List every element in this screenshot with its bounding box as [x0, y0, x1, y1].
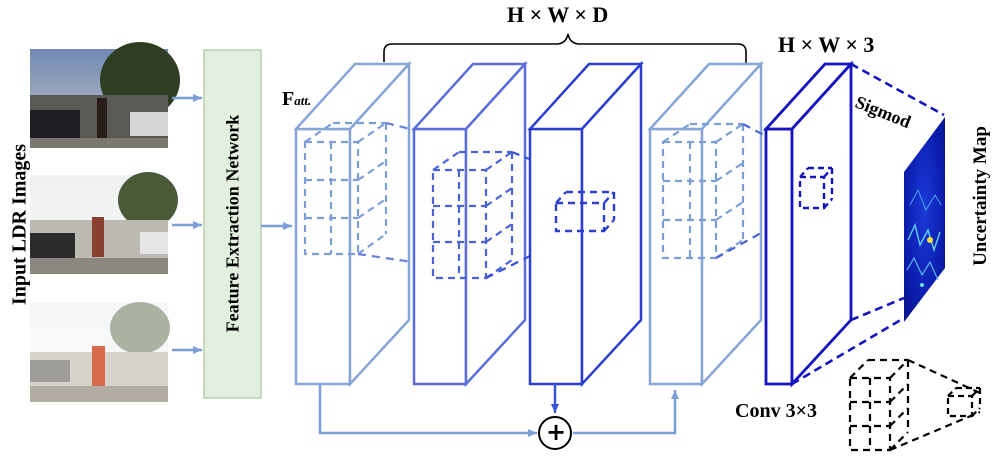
feature-block-fatt [293, 60, 412, 388]
feature-extraction-box [203, 49, 262, 399]
uncertainty-map-label: Uncertainty Map [970, 126, 991, 266]
conv-legend-cube [848, 358, 910, 452]
uncertainty-map [904, 117, 945, 322]
fatt-main: F [282, 88, 295, 110]
skip-connection [318, 384, 679, 437]
input-images-label: Input LDR Images [8, 143, 31, 306]
input-photo-1 [30, 42, 180, 148]
dashed-cube-1 [303, 121, 388, 256]
fatt-label: Fatt. [282, 88, 311, 111]
dashed-cube-4 [661, 122, 745, 260]
dashed-cube-5 [798, 166, 834, 210]
feature-block-3 [527, 60, 644, 388]
sigmod-lines [791, 62, 945, 386]
dashed-cube-3 [554, 190, 616, 233]
feature-block-2 [411, 60, 528, 388]
hwd-label: H × W × D [507, 2, 609, 27]
conv-legend-lines [889, 359, 981, 452]
input-photo-2 [30, 172, 178, 274]
hw3-label: H × W × 3 [778, 32, 875, 57]
input-photo-3 [30, 302, 170, 402]
feature-network-label: Feature Extraction Network [222, 114, 243, 333]
output-block [762, 60, 855, 388]
feature-block-4 [647, 60, 764, 388]
fatt-sub: att. [294, 93, 312, 108]
conv-label: Conv 3×3 [735, 400, 817, 422]
add-node-symbol: + [546, 418, 567, 446]
dimension-brace [383, 33, 747, 64]
add-node [538, 416, 572, 450]
conv-legend-small-cube [946, 386, 982, 418]
